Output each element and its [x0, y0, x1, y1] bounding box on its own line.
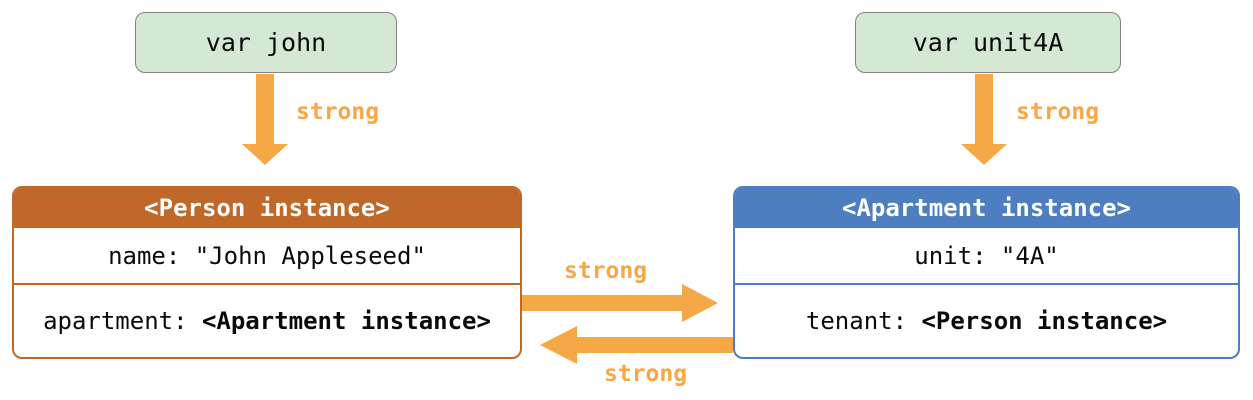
person-name-value: "John Appleseed" — [194, 241, 426, 270]
arrow-unit4a-to-apartment-body — [975, 74, 993, 144]
person-box-header: <Person instance> — [14, 188, 520, 228]
var-unit4a-box: var unit4A — [855, 12, 1121, 73]
var-unit4a-label: var unit4A — [912, 28, 1064, 57]
apartment-instance-box: <Apartment instance> unit: "4A" tenant: <P… — [733, 186, 1240, 359]
strong-label-unit4a-to-apartment: strong — [1016, 99, 1100, 125]
apartment-tenant-value: <Person instance> — [921, 307, 1168, 335]
apartment-unit-label: unit: — [914, 241, 987, 270]
var-john-label: var john — [205, 28, 327, 57]
person-instance-box: <Person instance> name:"John Appleseed" … — [12, 186, 522, 359]
person-apartment-label: apartment: — [43, 307, 188, 335]
arrow-apartment-to-person-head-icon — [540, 326, 577, 364]
apartment-unit-row: unit: "4A" — [735, 228, 1238, 285]
arrow-person-to-apartment-body — [522, 295, 682, 311]
apartment-unit-value: "4A" — [1000, 241, 1059, 270]
strong-label-john-to-person: strong — [296, 99, 380, 125]
arrow-unit4a-to-apartment-head-icon — [961, 144, 1007, 165]
person-name-label: name: — [108, 241, 181, 270]
arrow-john-to-person-head-icon — [242, 144, 288, 165]
var-john-box: var john — [135, 12, 397, 73]
arrow-apartment-to-person-body — [577, 337, 733, 353]
apartment-tenant-row: tenant: <Person instance> — [735, 285, 1238, 357]
person-name-row: name: "John Appleseed" — [14, 228, 520, 285]
strong-label-person-to-apartment: strong — [564, 258, 648, 284]
apartment-tenant-label: tenant: — [805, 307, 908, 335]
person-apartment-row: apartment: <Apartment instance> — [14, 285, 520, 357]
apartment-box-header: <Apartment instance> — [735, 188, 1238, 228]
arrow-john-to-person-body — [256, 74, 274, 144]
arrow-person-to-apartment-head-icon — [682, 284, 718, 322]
strong-label-apartment-to-person: strong — [604, 361, 688, 387]
person-apartment-value: <Apartment instance> — [201, 307, 491, 335]
